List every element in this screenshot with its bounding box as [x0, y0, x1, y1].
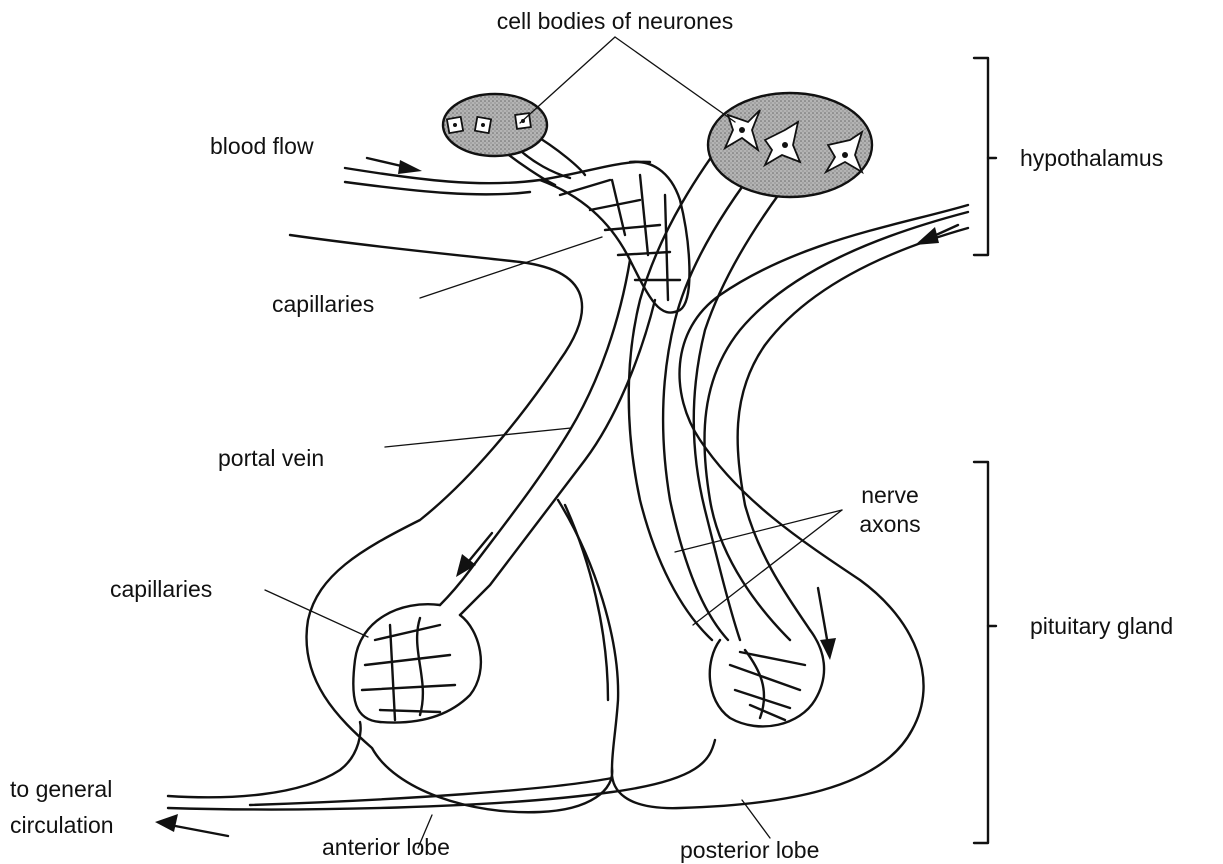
lobe-cleft: [558, 500, 618, 768]
bracket-hypothalamus: [974, 58, 996, 255]
label-blood-flow: blood flow: [210, 133, 314, 159]
arrow-outflow: [155, 814, 228, 836]
arrow-portal-down: [456, 533, 492, 577]
anterior-lobe-outline: [290, 205, 968, 812]
neurone-cluster-left: [443, 94, 547, 156]
label-circulation: circulation: [10, 812, 114, 838]
arrow-right-inflow: [915, 225, 958, 245]
label-portal-vein: portal vein: [218, 445, 324, 471]
label-capillaries-lower: capillaries: [110, 576, 212, 602]
neurone-cluster-right: [708, 93, 872, 197]
label-anterior-lobe: anterior lobe: [322, 834, 450, 860]
pituitary-outline: [290, 205, 968, 812]
blood-vessels: [168, 162, 968, 810]
label-capillaries-upper: capillaries: [272, 291, 374, 317]
label-pituitary-gland: pituitary gland: [1030, 613, 1173, 639]
label-posterior-lobe: posterior lobe: [680, 837, 819, 863]
nerve-axons: [490, 125, 805, 640]
label-to-general: to general: [10, 776, 112, 802]
label-cell-bodies: cell bodies of neurones: [497, 8, 734, 34]
label-axons: axons: [859, 511, 920, 537]
label-hypothalamus: hypothalamus: [1020, 145, 1163, 171]
label-nerve: nerve: [861, 482, 919, 508]
bracket-pituitary: [974, 462, 996, 843]
lobe-cleft-inner: [565, 505, 608, 700]
